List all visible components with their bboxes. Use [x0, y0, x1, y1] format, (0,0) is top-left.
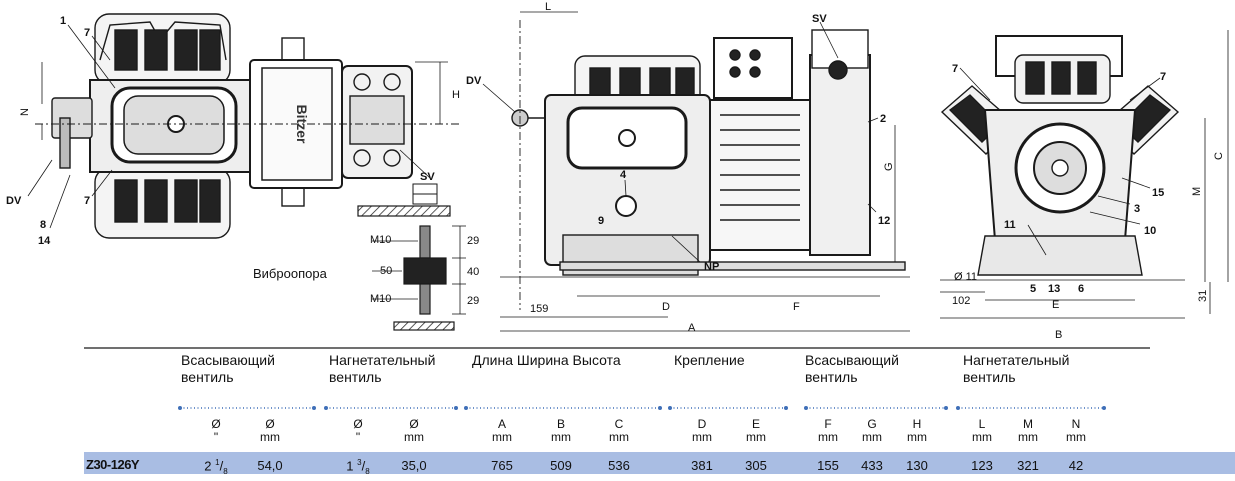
dim-h: H	[452, 89, 460, 101]
dim-159: 159	[530, 303, 548, 315]
group-header-discharge-valve-2: Нагнетательный вентиль	[963, 352, 1070, 385]
dim-102: 102	[952, 295, 970, 307]
callout-6: 6	[1078, 283, 1084, 295]
vib-dim-29-top: 29	[467, 235, 479, 247]
dim-31: 31	[1197, 290, 1209, 302]
dim-f: F	[793, 301, 800, 313]
discharge-valve-inch: 1 3/8	[346, 458, 370, 476]
dim-g: G	[883, 162, 895, 171]
dim-m: M	[1191, 187, 1203, 196]
callout-5: 5	[1030, 283, 1036, 295]
callout-7-front-left: 7	[952, 63, 958, 75]
callout-14: 14	[38, 235, 51, 247]
callout-7-top: 7	[84, 27, 90, 39]
suction-valve-inch: 2 1/8	[204, 458, 228, 476]
discharge-valve-mm: 35,0	[401, 458, 427, 473]
group-header-discharge-valve: Нагнетательный вентиль	[329, 352, 436, 385]
subheader-col-1: Ø"	[211, 417, 221, 444]
top-view	[27, 13, 460, 239]
value-n: 42	[1068, 458, 1084, 473]
value-m: 321	[1017, 458, 1039, 473]
group-header-dimensions: Длина Ширина Высота	[472, 352, 621, 368]
vib-dim-29-bottom: 29	[467, 295, 479, 307]
dim-e: E	[1052, 299, 1059, 311]
callout-dv-side-view: DV	[466, 75, 482, 87]
compressor-drawings: Bitzer 1 7 7 8 14 DV SV H N M10 50 M10 2…	[6, 1, 1229, 341]
dim-a: A	[688, 322, 696, 334]
bitzer-logo: Bitzer	[294, 105, 310, 144]
dim-phi11: Ø 11	[954, 271, 977, 283]
value-b: 509	[550, 458, 572, 473]
suction-valve-mm: 54,0	[257, 458, 283, 473]
vib-dim-50: 50	[380, 265, 392, 277]
vib-dim-40: 40	[467, 266, 479, 278]
value-c: 536	[608, 458, 630, 473]
group-header-suction-valve-2: Всасывающий вентиль	[805, 352, 899, 385]
vibration-mount-drawing	[357, 205, 466, 331]
dim-d: D	[662, 301, 670, 313]
table-row	[84, 452, 1235, 474]
value-g: 433	[861, 458, 883, 473]
callout-13: 13	[1048, 283, 1060, 295]
dim-n: N	[19, 108, 31, 116]
model-name: Z30-126Y	[86, 457, 140, 472]
vib-m10-bottom: M10	[370, 293, 391, 305]
vib-m10-top: M10	[370, 234, 391, 246]
callout-10: 10	[1144, 225, 1156, 237]
value-h: 130	[906, 458, 928, 473]
callout-12: 12	[878, 215, 890, 227]
table-dividers	[84, 347, 1150, 410]
dim-l: L	[545, 1, 551, 13]
callout-2: 2	[880, 113, 886, 125]
side-view	[482, 11, 910, 332]
callout-7-bottom: 7	[84, 195, 90, 207]
value-a: 765	[491, 458, 513, 473]
callout-np: NP	[704, 261, 719, 273]
front-view	[940, 30, 1229, 319]
vibration-mount-label: Виброопора	[253, 266, 327, 281]
callout-3: 3	[1134, 203, 1140, 215]
group-header-mounting: Крепление	[674, 352, 745, 368]
callout-8: 8	[40, 219, 46, 231]
callout-7-front-right: 7	[1160, 71, 1166, 83]
callout-1: 1	[60, 15, 66, 27]
callout-sv-top-view: SV	[420, 171, 435, 183]
group-header-suction-valve: Всасывающий вентиль	[181, 352, 275, 385]
callout-sv-side-view: SV	[812, 13, 827, 25]
callout-11: 11	[1004, 219, 1016, 231]
callout-4: 4	[620, 169, 627, 181]
callout-15: 15	[1152, 187, 1164, 199]
callout-9: 9	[598, 215, 604, 227]
dim-c: C	[1213, 152, 1225, 160]
value-e: 305	[745, 458, 767, 473]
subheader-col-3: Ø"	[353, 417, 363, 444]
value-d: 381	[691, 458, 713, 473]
callout-dv-top-view: DV	[6, 195, 22, 207]
value-l: 123	[971, 458, 993, 473]
value-f: 155	[817, 458, 839, 473]
dim-b: B	[1055, 329, 1062, 341]
